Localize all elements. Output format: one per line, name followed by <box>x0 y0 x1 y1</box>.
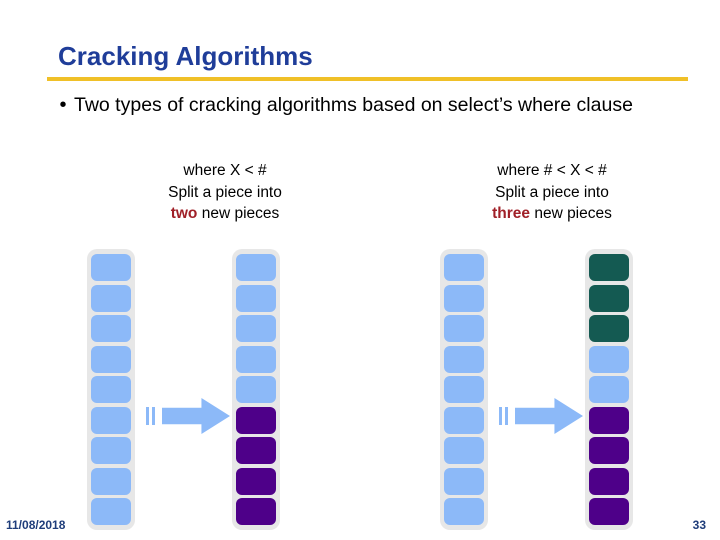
data-block-blue <box>589 376 629 403</box>
caption-left-line2: two new pieces <box>60 203 390 224</box>
data-block-blue <box>91 376 131 403</box>
data-block-purple <box>236 406 276 434</box>
data-block-blue <box>444 254 484 281</box>
caption-right-line2: three new pieces <box>392 203 712 224</box>
data-block-blue <box>236 345 276 373</box>
data-block-blue <box>91 437 131 464</box>
data-block-blue <box>444 498 484 525</box>
caption-left-line2-rest: new pieces <box>197 205 280 222</box>
page-title: Cracking Algorithms <box>58 41 313 71</box>
data-block-blue <box>444 437 484 464</box>
data-block-blue <box>444 376 484 403</box>
data-block-blue <box>236 284 276 312</box>
caption-left-heading: where X < # <box>183 162 267 179</box>
stack-left-result <box>232 249 280 530</box>
title-underline-rule <box>47 77 688 81</box>
data-block-purple <box>589 498 629 525</box>
data-block-blue <box>91 284 131 312</box>
arrow-body-right <box>515 398 583 434</box>
caption-left-line1: Split a piece into <box>168 184 282 201</box>
data-block-blue <box>236 376 276 403</box>
arrow-tick-marks-left <box>146 407 159 425</box>
data-block-blue <box>444 315 484 342</box>
data-block-blue <box>91 254 131 281</box>
caption-left: where X < # Split a piece into two new p… <box>60 160 390 224</box>
data-block-blue <box>91 406 131 434</box>
data-block-blue <box>91 467 131 495</box>
data-block-teal <box>589 284 629 312</box>
caption-right-heading: where # < X < # <box>497 162 607 179</box>
arrow-tick-marks-right <box>499 407 512 425</box>
stack-right-source <box>440 249 488 530</box>
data-block-blue <box>91 315 131 342</box>
stack-right-result <box>585 249 633 530</box>
data-block-blue <box>91 498 131 525</box>
caption-right: where # < X < # Split a piece into three… <box>392 160 712 224</box>
caption-right-emphasis: three <box>492 205 531 222</box>
data-block-purple <box>236 467 276 495</box>
data-block-purple <box>236 498 276 525</box>
data-block-blue <box>444 467 484 495</box>
data-block-purple <box>236 437 276 464</box>
split-arrow-icon-left <box>146 398 230 434</box>
data-block-blue <box>236 254 276 281</box>
data-block-teal <box>589 254 629 281</box>
data-block-blue <box>236 315 276 342</box>
footer-date: 11/08/2018 <box>6 518 66 532</box>
footer-page-number: 33 <box>692 518 706 532</box>
bullet-item: • Two types of cracking algorithms based… <box>52 92 682 118</box>
data-block-blue <box>444 406 484 434</box>
caption-right-line2-rest: new pieces <box>530 205 612 222</box>
data-block-blue <box>91 345 131 373</box>
bullet-text: Two types of cracking algorithms based o… <box>74 94 633 116</box>
data-block-purple <box>589 467 629 495</box>
data-block-purple <box>589 437 629 464</box>
arrow-body-left <box>162 398 230 434</box>
bullet-marker-icon: • <box>59 94 67 116</box>
data-block-purple <box>589 406 629 434</box>
split-arrow-icon-right <box>499 398 583 434</box>
data-block-blue <box>444 345 484 373</box>
stack-left-source <box>87 249 135 530</box>
data-block-blue <box>444 284 484 312</box>
data-block-blue <box>589 345 629 373</box>
caption-right-line1: Split a piece into <box>495 184 609 201</box>
data-block-teal <box>589 315 629 342</box>
caption-left-emphasis: two <box>170 205 198 222</box>
